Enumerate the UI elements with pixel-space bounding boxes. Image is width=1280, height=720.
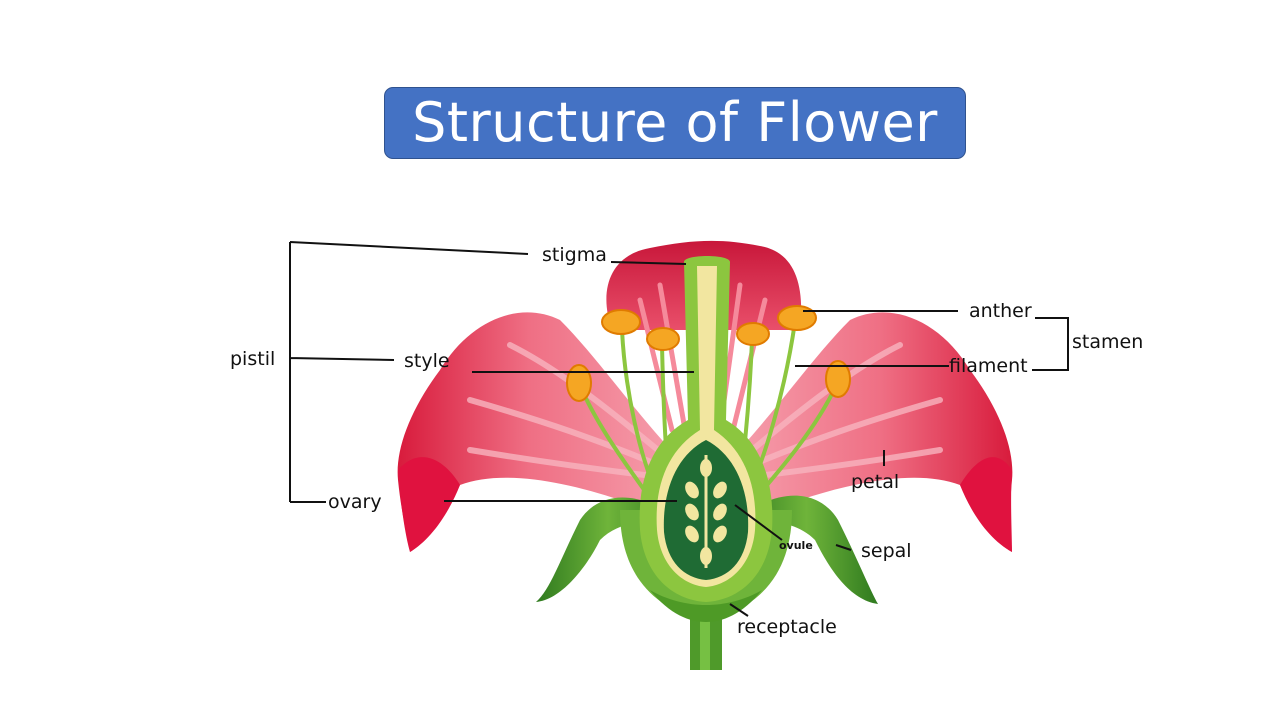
receptacle-base — [650, 590, 762, 622]
receptacle-leader — [729, 603, 749, 617]
back-petal-streaks — [637, 282, 768, 433]
label-style: style — [404, 350, 450, 372]
title-banner: Structure of Flower — [384, 87, 966, 159]
petal-left — [397, 312, 690, 552]
stamen-bracket — [1032, 317, 1069, 371]
label-filament: filament — [949, 355, 1028, 377]
label-receptacle: receptacle — [737, 616, 837, 638]
stigma-leader — [610, 261, 687, 265]
petal-right-tip — [960, 457, 1012, 552]
label-ovule: ovule — [779, 539, 813, 552]
label-petal: petal — [851, 471, 899, 493]
petal-left-tip — [398, 457, 460, 552]
label-sepal: sepal — [861, 540, 912, 562]
anthers — [566, 305, 851, 402]
label-ovary: ovary — [328, 491, 382, 513]
sepal-leader — [835, 544, 852, 551]
leader-lines — [289, 241, 1069, 617]
ovule-leader — [734, 504, 783, 541]
petal-right — [720, 312, 1013, 552]
sepal-right — [735, 495, 878, 604]
label-pistil: pistil — [230, 348, 275, 370]
pistil-bracket — [289, 241, 529, 503]
label-stigma: stigma — [542, 244, 607, 266]
label-stamen: stamen — [1072, 331, 1143, 353]
page-title: Structure of Flower — [412, 91, 938, 154]
ovules — [685, 459, 727, 565]
label-anther: anther — [969, 300, 1032, 322]
sepal-left — [536, 497, 680, 602]
